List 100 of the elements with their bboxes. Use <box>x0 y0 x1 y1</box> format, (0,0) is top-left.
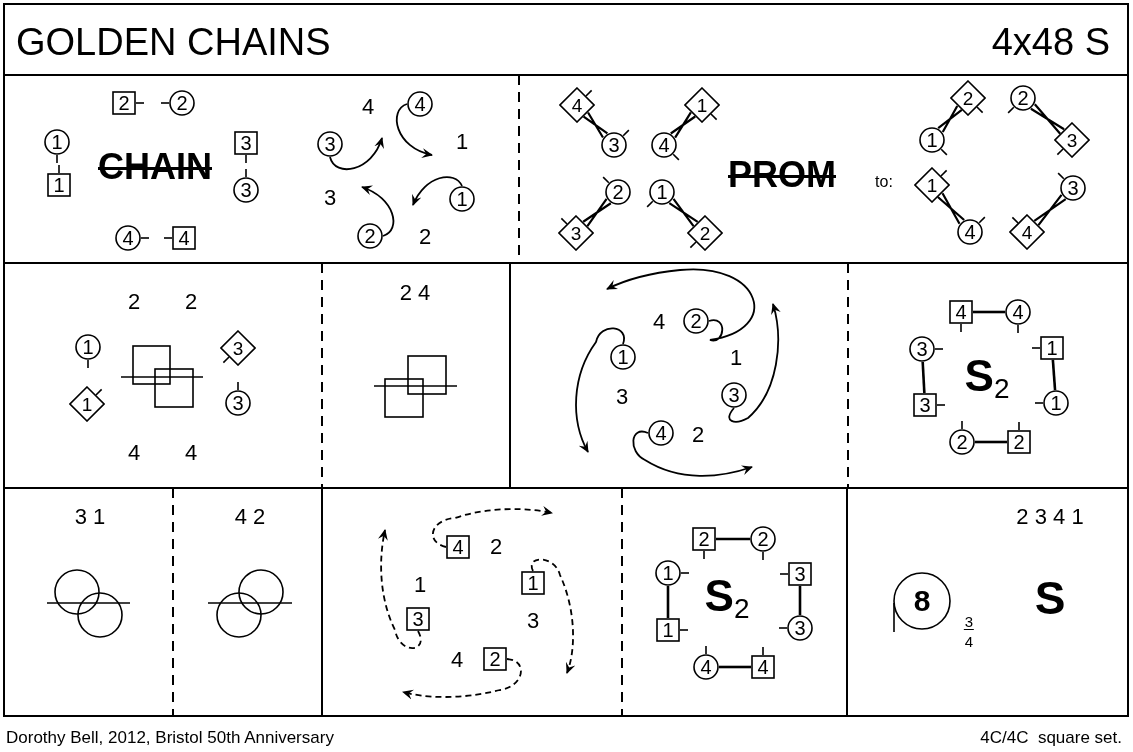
position-number: 2 <box>691 424 705 446</box>
dancer-number: 1 <box>926 175 938 195</box>
dancer-number: 1 <box>662 563 674 583</box>
dancer-number: 3 <box>232 393 244 413</box>
dancer-circle <box>683 308 709 334</box>
turn-circle <box>893 572 951 630</box>
dancer-number: 1 <box>53 175 65 195</box>
dancer-square <box>234 131 258 155</box>
dancer-square <box>521 571 545 595</box>
dancer-number: 4 <box>571 95 583 115</box>
dancer-circle <box>1010 85 1036 111</box>
credit-line: Dorothy Bell, 2012, Bristol 50th Anniversary <box>6 728 334 746</box>
dancer-number: 2 <box>698 529 710 549</box>
crossed-hand-hold <box>582 197 612 228</box>
dancer-number: 4 <box>452 537 464 557</box>
dancer-circle <box>919 127 945 153</box>
position-number: 1 <box>455 131 469 153</box>
dancer-number: 2 <box>956 432 968 452</box>
dancer-number: 3 <box>1066 130 1078 150</box>
dancer-diamond <box>69 386 105 422</box>
fraction-digit: 3 <box>963 614 975 630</box>
dancer-number: 2 <box>118 93 130 113</box>
dancer-square <box>1007 430 1031 454</box>
dancer-number: 2 <box>699 223 711 243</box>
dance-title: GOLDEN CHAINS <box>16 23 331 61</box>
dancer-number: 3 <box>570 223 582 243</box>
dancer-diamond <box>558 215 594 251</box>
dancer-number: 4 <box>178 228 190 248</box>
dancer-number: 3 <box>608 135 620 155</box>
curved-arrow <box>329 137 384 170</box>
position-number: 4 <box>652 311 666 333</box>
dancer-number: 1 <box>81 394 93 414</box>
dancer-square <box>913 393 937 417</box>
position-number: 1 <box>729 347 743 369</box>
bar-count-label: 4x48 S <box>991 23 1110 61</box>
dancer-number: 3 <box>919 395 931 415</box>
hand-hold-line <box>1051 359 1057 391</box>
crossed-hand-hold <box>937 104 963 134</box>
dancer-circle <box>44 129 70 155</box>
dancer-diamond <box>950 80 986 116</box>
dancer-diamond <box>687 215 723 251</box>
dancer-square <box>446 535 470 559</box>
dancer-number: 3 <box>412 609 424 629</box>
formation-label: S$_{2}$ <box>704 574 750 618</box>
dancer-diamond <box>220 330 256 366</box>
dancer-circle <box>1005 299 1031 325</box>
dancer-number: 1 <box>456 189 468 209</box>
hand-hold-line <box>975 440 1007 444</box>
dancer-diamond <box>684 87 720 123</box>
set-type-note: 4C/4C square set. <box>980 728 1122 746</box>
dancer-square <box>172 226 196 250</box>
hand-hold-line <box>921 361 926 394</box>
figure-name: CHAIN <box>98 149 212 185</box>
dancer-number: 2 <box>757 529 769 549</box>
dancer-number: 4 <box>658 135 670 155</box>
hand-hold-line <box>716 537 750 541</box>
dancer-square <box>949 300 973 324</box>
curved-arrow <box>575 327 625 453</box>
dancer-circle <box>909 336 935 362</box>
dancer-circle <box>610 344 636 370</box>
dancer-number: 3 <box>240 133 252 153</box>
dancer-number: 1 <box>696 95 708 115</box>
dancer-number: 4 <box>655 423 667 443</box>
hand-hold-line <box>666 586 670 618</box>
position-number: 3 <box>323 187 337 209</box>
dancer-square <box>47 173 71 197</box>
dancer-circle <box>787 615 813 641</box>
position-number: 3 1 <box>74 506 106 528</box>
position-number: 4 2 <box>234 506 266 528</box>
dancer-number: 3 <box>232 338 244 358</box>
dancer-circle <box>651 132 677 158</box>
dancer-number: 4 <box>700 657 712 677</box>
dancer-square <box>112 91 136 115</box>
dancer-number: 3 <box>240 180 252 200</box>
dancer-diamond <box>1054 122 1090 158</box>
dancer-square <box>751 655 775 679</box>
dancer-circle <box>957 219 983 245</box>
dancer-circle <box>317 131 343 157</box>
dancer-number: 3 <box>794 618 806 638</box>
position-number: 4 <box>361 96 375 118</box>
dancer-circle <box>1043 390 1069 416</box>
position-number: 4 <box>127 442 141 464</box>
dancer-circle <box>357 223 383 249</box>
dancer-circle <box>233 177 259 203</box>
crossed-hand-hold <box>936 192 966 225</box>
dancer-circle <box>601 132 627 158</box>
position-number: 2 <box>418 226 432 248</box>
dancer-number: 1 <box>926 130 938 150</box>
dancer-number: 2 <box>489 649 501 669</box>
position-number: 2 <box>127 291 141 313</box>
formation-label: S <box>1034 575 1066 621</box>
dancer-square <box>1040 336 1064 360</box>
dancer-number: 1 <box>656 182 668 202</box>
dancer-number: 4 <box>964 222 976 242</box>
dancer-circle <box>655 560 681 586</box>
dancer-number: 4 <box>414 94 426 114</box>
note-text: to: <box>875 174 893 190</box>
dancer-number: 2 <box>1013 432 1025 452</box>
curved-arrow <box>728 303 781 423</box>
dancer-number: 2 <box>690 311 702 331</box>
